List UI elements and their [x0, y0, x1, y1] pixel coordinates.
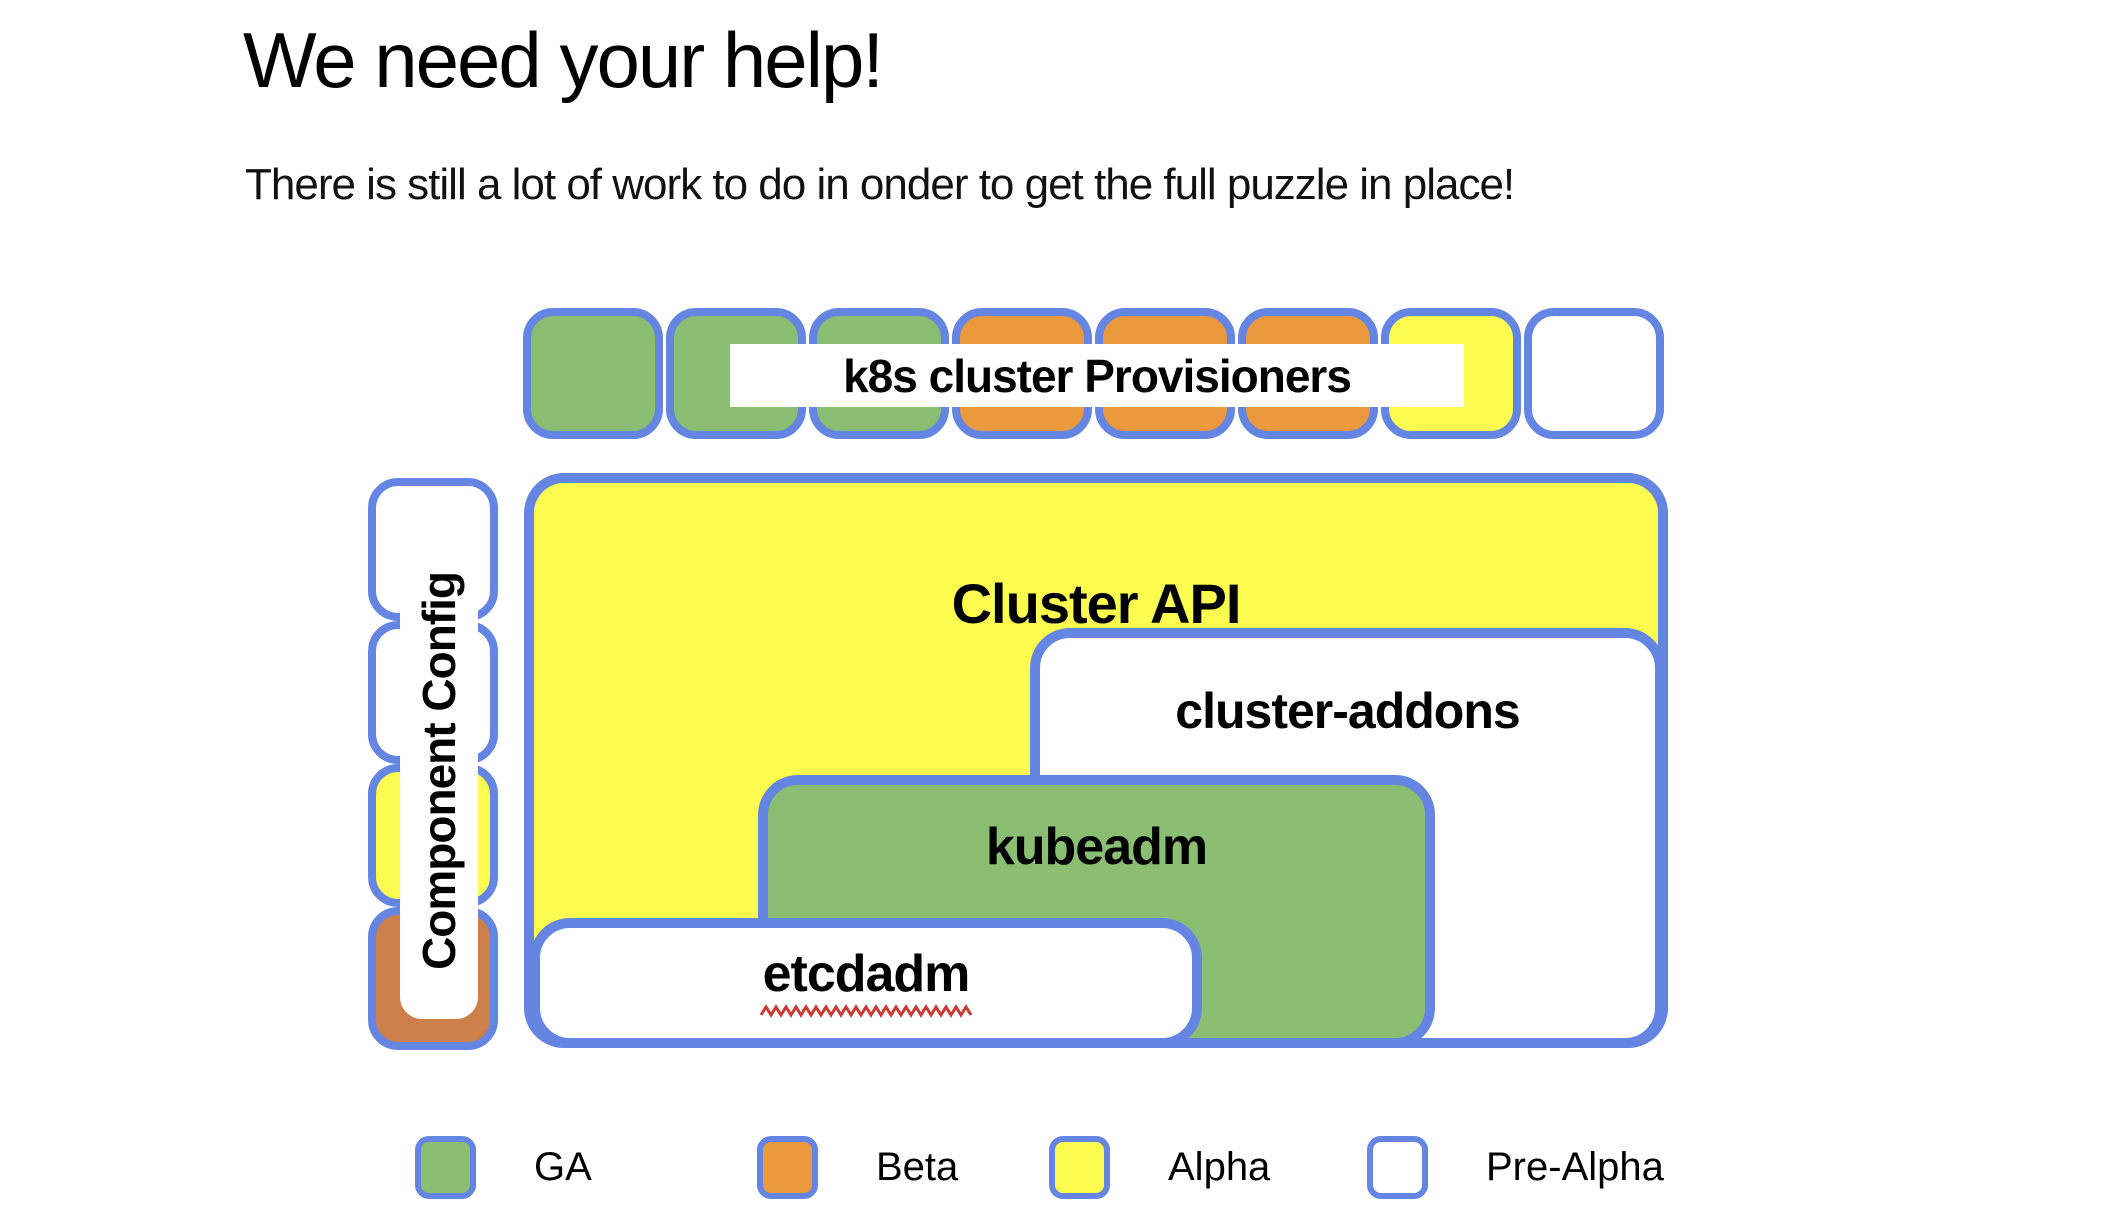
- legend-swatch-alpha: [1049, 1136, 1110, 1199]
- etcdadm-box: etcdadm: [530, 918, 1202, 1048]
- cluster-api-label: Cluster API: [951, 572, 1242, 635]
- component-config-label: Component Config: [400, 523, 478, 1019]
- legend-label: Pre-Alpha: [1486, 1145, 1664, 1189]
- component-config-label-text: Component Config: [413, 572, 465, 970]
- etcdadm-label: etcdadm: [762, 945, 971, 1003]
- provisioners-label-text: k8s cluster Provisioners: [843, 349, 1352, 402]
- page-subtitle: There is still a lot of work to do in on…: [245, 160, 1515, 209]
- puzzle-piece-ga: [523, 308, 663, 439]
- legend-item-beta: Beta: [757, 1136, 958, 1199]
- legend-swatch-ga: [415, 1136, 476, 1199]
- legend-swatch-pre_alpha: [1367, 1136, 1428, 1199]
- legend-item-alpha: Alpha: [1049, 1136, 1270, 1199]
- legend-swatch-beta: [757, 1136, 818, 1199]
- cluster-addons-label: cluster-addons: [1175, 683, 1520, 739]
- page-title: We need your help!: [243, 16, 884, 104]
- legend-label: Beta: [876, 1145, 959, 1189]
- kubeadm-label: kubeadm: [985, 818, 1208, 876]
- legend-label: GA: [534, 1145, 592, 1189]
- legend-item-ga: GA: [415, 1136, 592, 1199]
- legend-label: Alpha: [1168, 1145, 1271, 1189]
- legend-item-pre-alpha: Pre-Alpha: [1367, 1136, 1664, 1199]
- provisioners-label: k8s cluster Provisioners: [730, 344, 1464, 407]
- spellcheck-squiggle: [760, 1004, 972, 1018]
- puzzle-piece-pre_alpha: [1524, 308, 1664, 439]
